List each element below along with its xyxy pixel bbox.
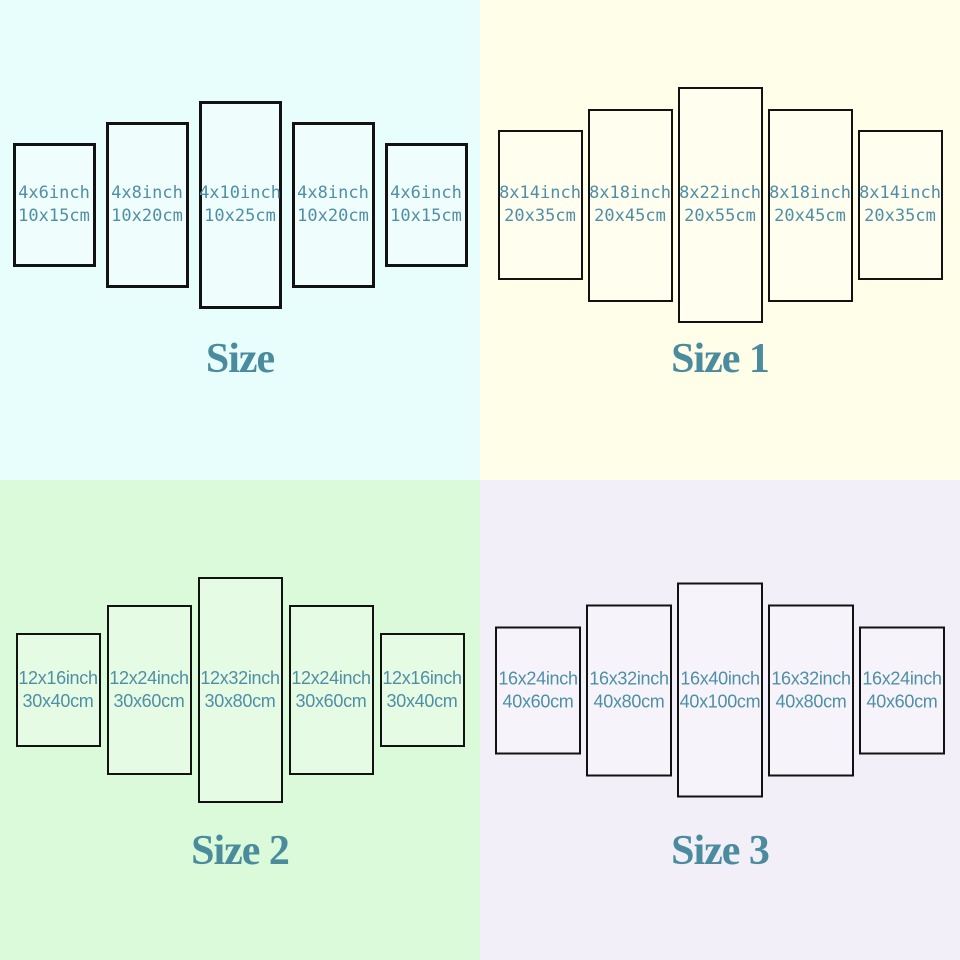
panel-size-cm: 20x35cm (864, 206, 936, 226)
panel-size-cm: 10x25cm (204, 206, 276, 226)
panel-size-inch: 16x32inch (771, 668, 851, 688)
size-group-title: Size 2 (191, 828, 290, 874)
panel-size-cm: 40x60cm (502, 691, 574, 711)
canvas-panel: 16x24inch 40x60cm (495, 626, 581, 754)
panel-size-cm: 30x40cm (22, 691, 94, 711)
panel-size-inch: 8x14inch (499, 183, 581, 203)
panel-size-cm: 40x80cm (775, 691, 847, 711)
panel-size-inch: 4x8inch (297, 183, 369, 203)
panel-row: 16x24inch 40x60cm 16x32inch 40x80cm 16x4… (480, 582, 960, 798)
canvas-panel: 4x6inch 10x15cm (384, 143, 468, 267)
panel-size-inch: 12x32inch (200, 668, 280, 688)
panel-size-inch: 4x8inch (111, 183, 183, 203)
canvas-panel: 12x32inch 30x80cm (197, 577, 283, 803)
size-group-size: 4x6inch 10x15cm 4x8inch 10x20cm 4x10inch… (0, 0, 480, 480)
canvas-panel: 16x32inch 40x80cm (586, 604, 672, 776)
panel-size-cm: 40x80cm (593, 691, 665, 711)
panel-size-inch: 8x18inch (769, 183, 851, 203)
size-group-title: Size 3 (671, 828, 770, 874)
panel-size-inch: 4x6inch (390, 183, 462, 203)
panel-size-cm: 30x60cm (113, 691, 185, 711)
size-group-title: Size 1 (671, 336, 770, 382)
size-group-size-3: 16x24inch 40x60cm 16x32inch 40x80cm 16x4… (480, 480, 960, 960)
panel-size-inch: 4x10inch (199, 183, 281, 203)
canvas-panel: 8x18inch 20x45cm (587, 108, 673, 302)
canvas-panel: 12x16inch 30x40cm (15, 633, 101, 747)
panel-size-cm: 20x45cm (774, 206, 846, 226)
canvas-panel: 12x16inch 30x40cm (379, 633, 465, 747)
panel-size-cm: 40x60cm (866, 691, 938, 711)
size-group-size-1: 8x14inch 20x35cm 8x18inch 20x45cm 8x22in… (480, 0, 960, 480)
canvas-panel: 12x24inch 30x60cm (106, 605, 192, 775)
canvas-panel: 8x14inch 20x35cm (857, 130, 943, 280)
panel-size-cm: 10x15cm (18, 206, 90, 226)
panel-size-cm: 40x100cm (679, 691, 761, 711)
panel-size-cm: 10x15cm (390, 206, 462, 226)
panel-size-inch: 16x24inch (862, 668, 942, 688)
canvas-panel: 12x24inch 30x60cm (288, 605, 374, 775)
panel-size-cm: 10x20cm (297, 206, 369, 226)
panel-size-cm: 30x60cm (295, 691, 367, 711)
canvas-panel: 8x22inch 20x55cm (677, 87, 763, 323)
panel-size-cm: 20x35cm (504, 206, 576, 226)
panel-size-cm: 30x40cm (386, 691, 458, 711)
canvas-panel: 8x18inch 20x45cm (767, 108, 853, 302)
panel-size-cm: 20x55cm (684, 206, 756, 226)
canvas-panel: 4x8inch 10x20cm (291, 122, 375, 288)
size-group-size-2: 12x16inch 30x40cm 12x24inch 30x60cm 12x3… (0, 480, 480, 960)
panel-size-inch: 8x22inch (679, 183, 761, 203)
panel-row: 8x14inch 20x35cm 8x18inch 20x45cm 8x22in… (480, 87, 960, 323)
panel-size-inch: 12x24inch (291, 668, 371, 688)
panel-size-cm: 30x80cm (204, 691, 276, 711)
panel-size-cm: 20x45cm (594, 206, 666, 226)
panel-row: 4x6inch 10x15cm 4x8inch 10x20cm 4x10inch… (0, 101, 480, 309)
canvas-panel: 16x32inch 40x80cm (768, 604, 854, 776)
panel-size-inch: 12x16inch (18, 668, 98, 688)
size-group-title: Size (205, 336, 275, 382)
canvas-panel: 8x14inch 20x35cm (497, 130, 583, 280)
panel-size-inch: 4x6inch (18, 183, 90, 203)
panel-size-cm: 10x20cm (111, 206, 183, 226)
panel-size-inch: 12x24inch (109, 668, 189, 688)
panel-row: 12x16inch 30x40cm 12x24inch 30x60cm 12x3… (0, 577, 480, 803)
panel-size-inch: 8x18inch (589, 183, 671, 203)
panel-size-inch: 16x32inch (589, 668, 669, 688)
panel-size-inch: 8x14inch (859, 183, 941, 203)
panel-size-inch: 16x40inch (680, 668, 760, 688)
canvas-panel: 16x24inch 40x60cm (859, 626, 945, 754)
panel-size-inch: 16x24inch (498, 668, 578, 688)
canvas-panel: 4x10inch 10x25cm (198, 101, 282, 309)
canvas-panel: 16x40inch 40x100cm (677, 582, 763, 798)
panel-size-inch: 12x16inch (382, 668, 462, 688)
canvas-panel: 4x6inch 10x15cm (12, 143, 96, 267)
canvas-panel: 4x8inch 10x20cm (105, 122, 189, 288)
